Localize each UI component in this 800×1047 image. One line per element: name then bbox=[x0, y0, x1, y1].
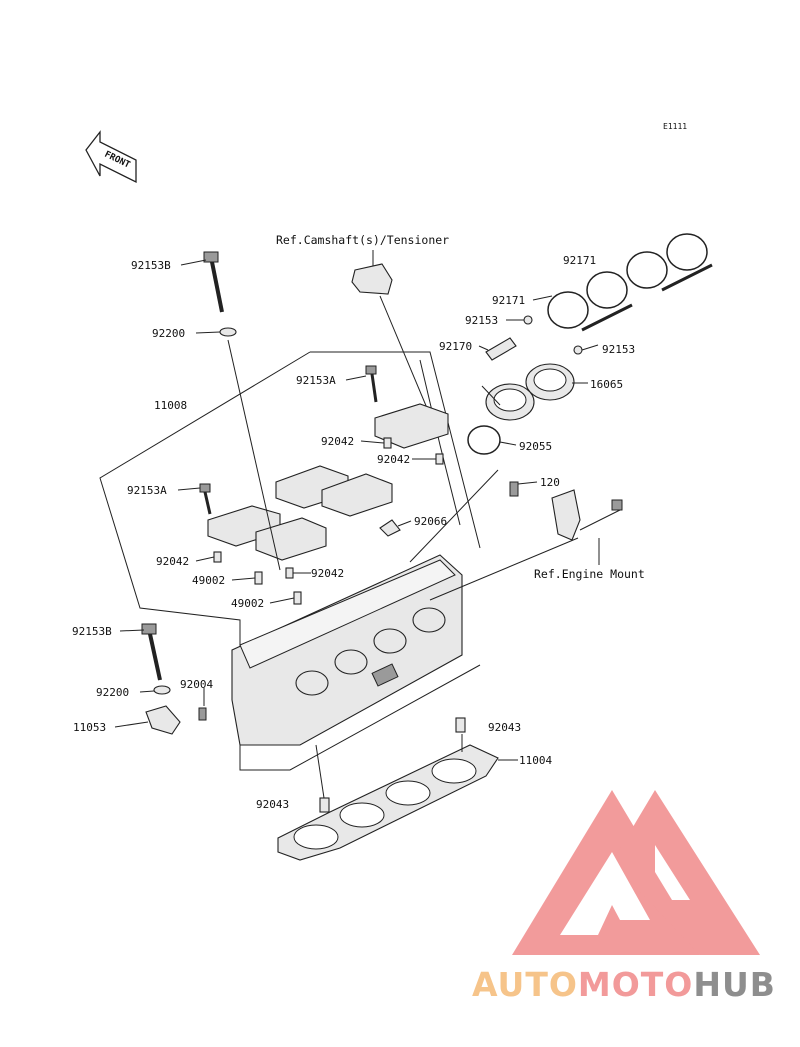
callout-92153B-bottom: 92153B bbox=[72, 625, 112, 638]
ref-engine-mount-label: Ref.Engine Mount bbox=[534, 567, 645, 581]
dowel-92043-bottom bbox=[319, 797, 330, 813]
callout-92042-d: 92042 bbox=[311, 567, 344, 580]
screw-92153-b bbox=[573, 345, 583, 355]
dowel-92042-b bbox=[435, 453, 444, 465]
left-bolts bbox=[141, 251, 378, 735]
callout-49002-b: 49002 bbox=[231, 597, 264, 610]
logo-triangle-right bbox=[612, 790, 760, 955]
assembly-outline bbox=[99, 351, 481, 771]
callout-92004: 92004 bbox=[180, 678, 213, 691]
callout-92153A-upper: 92153A bbox=[296, 374, 336, 387]
cam-cap-5 bbox=[255, 517, 327, 561]
oil-jet-49002-b bbox=[293, 591, 302, 605]
clamp-92171-4 bbox=[547, 291, 589, 329]
cylinder-head-11008 bbox=[231, 481, 519, 746]
ref-camshaft-label: Ref.Camshaft(s)/Tensioner bbox=[276, 233, 449, 247]
dowel-pins bbox=[198, 437, 466, 813]
callout-leaders bbox=[114, 259, 599, 761]
washer-92200-bottom bbox=[153, 685, 171, 695]
callout-92042-a: 92042 bbox=[321, 435, 354, 448]
bolt-92153A-head bbox=[365, 365, 377, 375]
dowel-92042-c bbox=[213, 551, 222, 563]
engine-mount-bracket bbox=[551, 489, 581, 541]
callout-16065: 16065 bbox=[590, 378, 623, 391]
head-gasket-11004 bbox=[277, 734, 499, 861]
callout-92171-a: 92171 bbox=[563, 254, 596, 267]
callout-92043-right: 92043 bbox=[488, 721, 521, 734]
callout-11004: 11004 bbox=[519, 754, 552, 767]
brand-moto: MOTO bbox=[578, 965, 693, 1004]
callout-92170: 92170 bbox=[439, 340, 472, 353]
callout-92055: 92055 bbox=[519, 440, 552, 453]
callout-92200-top: 92200 bbox=[152, 327, 185, 340]
oil-jet-49002-a bbox=[254, 571, 263, 585]
dowel-92042-a bbox=[383, 437, 392, 449]
callout-11053: 11053 bbox=[73, 721, 106, 734]
logo-cutout bbox=[560, 852, 650, 935]
camshaft-tensioner-ref: Ref.Camshaft(s)/Tensioner bbox=[276, 233, 449, 421]
clamp-92171-2 bbox=[626, 251, 668, 289]
watermark-brand: AUTOMOTOHUB bbox=[472, 965, 776, 1004]
pipe-92170 bbox=[485, 337, 517, 361]
dowel-92043-right bbox=[455, 717, 466, 733]
callout-labels: 92153B 92200 11008 92153A 92042 92042 92… bbox=[72, 254, 635, 811]
oring-92055 bbox=[467, 425, 501, 455]
brand-hub: HUB bbox=[693, 965, 776, 1004]
callout-92200-bottom: 92200 bbox=[96, 686, 129, 699]
diagram-code: E1111 bbox=[663, 122, 687, 131]
callout-92042-b: 92042 bbox=[377, 453, 410, 466]
svg-text:AUTOMOTOHUB: AUTOMOTOHUB bbox=[472, 965, 776, 1004]
screw-92153-a bbox=[523, 315, 533, 325]
callout-49002-a: 49002 bbox=[192, 574, 225, 587]
tensioner-bracket bbox=[351, 263, 393, 295]
clamp-92171-1 bbox=[666, 233, 708, 271]
cam-cap-1 bbox=[374, 403, 449, 449]
logo-cutout-2 bbox=[655, 845, 690, 900]
stud-92004 bbox=[198, 707, 207, 721]
watermark-logo bbox=[512, 790, 760, 955]
callout-92171-b: 92171 bbox=[492, 294, 525, 307]
bolt-120 bbox=[509, 481, 519, 497]
cam-cap-3 bbox=[321, 473, 393, 517]
callout-92043-bottom: 92043 bbox=[256, 798, 289, 811]
bracket-11053 bbox=[145, 705, 181, 735]
front-arrow-icon: FRONT bbox=[85, 130, 137, 184]
callout-92066: 92066 bbox=[414, 515, 447, 528]
cam-caps bbox=[207, 403, 449, 561]
fitting-92066 bbox=[379, 519, 401, 537]
callout-92042-c: 92042 bbox=[156, 555, 189, 568]
bolt-92153B-head bbox=[203, 251, 219, 263]
engine-mount-ref: Ref.Engine Mount bbox=[429, 489, 645, 601]
callout-92153-a: 92153 bbox=[465, 314, 498, 327]
callout-120: 120 bbox=[540, 476, 560, 489]
callout-11008: 11008 bbox=[154, 399, 187, 412]
clamp-92171-3 bbox=[586, 271, 628, 309]
callout-92153B-top: 92153B bbox=[131, 259, 171, 272]
washer-92200-top bbox=[219, 327, 237, 337]
callout-92153A-left: 92153A bbox=[127, 484, 167, 497]
bolt-92153B-lower-head bbox=[141, 623, 157, 635]
callout-92153-b: 92153 bbox=[602, 343, 635, 356]
brand-auto: AUTO bbox=[472, 965, 578, 1004]
dowel-92042-d bbox=[285, 567, 294, 579]
intake-holders bbox=[409, 233, 713, 563]
bolt-92153A-left-head bbox=[199, 483, 211, 493]
